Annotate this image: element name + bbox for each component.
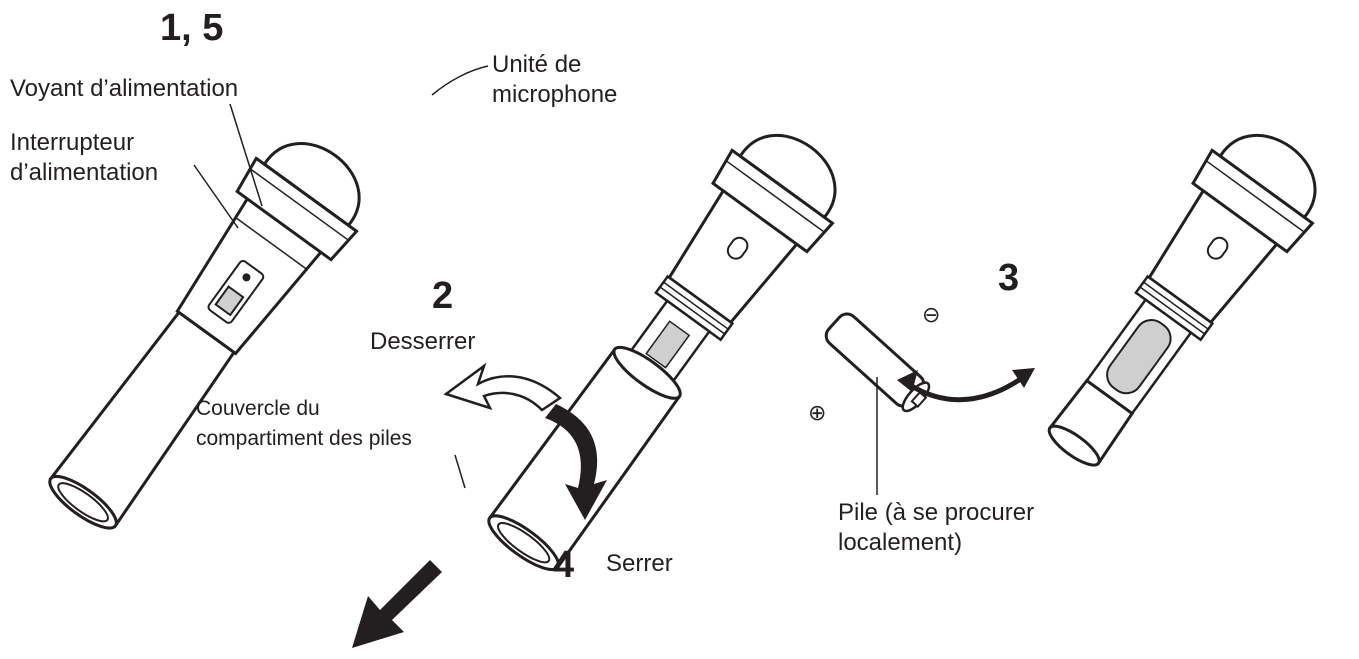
battery-label-line2: localement) [838,528,1034,558]
battery-cover-label: Couvercle du compartiment des piles [196,394,412,454]
mic-unit-label-line2: microphone [492,80,617,110]
battery-cover-label-line1: Couvercle du [196,394,412,424]
tighten-label: Serrer [606,549,673,579]
loosen-label: Desserrer [370,327,475,357]
power-switch-label-line1: Interrupteur [10,128,158,158]
battery-cover-label-line2: compartiment des piles [196,424,412,454]
plus-terminal-icon: ⊕ [808,398,826,428]
microphone-cover-loosened [466,111,861,590]
battery-icon [822,310,934,416]
power-switch-label-line2: d’alimentation [10,158,158,188]
pull-out-arrow-icon [352,560,442,648]
mic-unit-label-line1: Unité de [492,50,617,80]
mic-unit-label: Unité de microphone [492,50,617,110]
step-4-label: 4 [553,545,574,585]
power-switch-label: Interrupteur d’alimentation [10,128,158,188]
battery-label-line1: Pile (à se procurer [838,498,1034,528]
step-2-label: 2 [432,276,453,316]
power-indicator-label: Voyant d’alimentation [10,74,238,104]
loosen-arrow-icon [446,366,560,410]
step-3-label: 3 [998,258,1019,298]
step-1-5-label: 1, 5 [160,8,223,48]
battery-label: Pile (à se procurer localement) [838,498,1034,558]
microphone-battery-removed [1018,111,1341,490]
minus-terminal-icon: ⊖ [922,300,940,330]
